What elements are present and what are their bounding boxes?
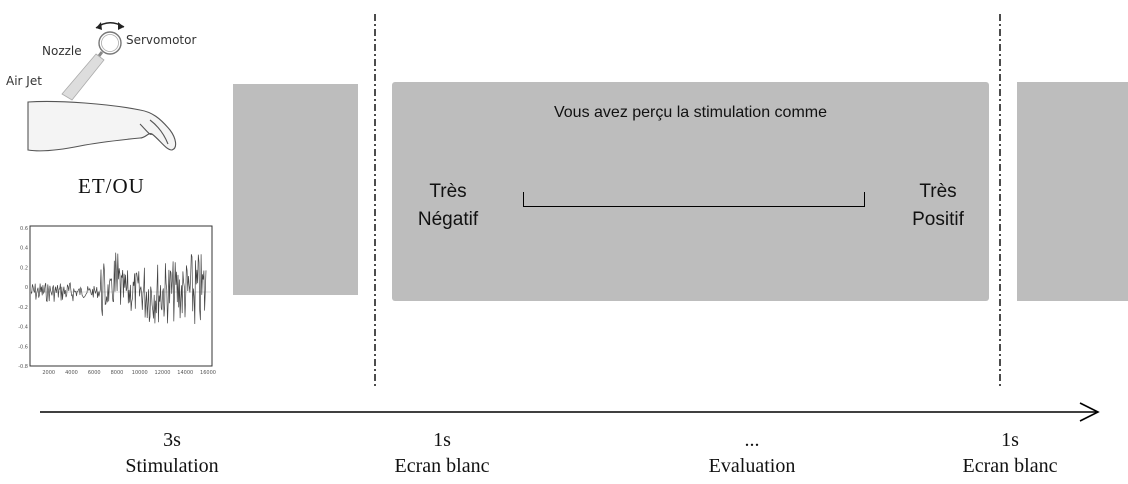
- y-tick-label: 0.2: [20, 265, 28, 271]
- x-tick-label: 4000: [65, 370, 78, 376]
- phase-label: Ecran blanc: [962, 455, 1058, 477]
- apparatus-illustration: [27, 22, 177, 152]
- timeline-phase-stimulation: 3s Stimulation: [72, 427, 272, 479]
- x-tick-label: 16000: [200, 370, 216, 376]
- timeline-arrow: [40, 402, 1100, 422]
- duration-label: ...: [744, 429, 760, 451]
- x-tick-label: 10000: [132, 370, 148, 376]
- y-tick-label: -0.8: [18, 364, 28, 370]
- phase-label: Evaluation: [708, 455, 796, 477]
- x-tick-label: 14000: [177, 370, 193, 376]
- left-anchor: Très Négatif: [398, 178, 498, 234]
- right-anchor-line2: Positif: [912, 209, 964, 230]
- y-tick-label: -0.4: [18, 325, 28, 331]
- stimulation-screen: [233, 84, 358, 295]
- phase-label: Ecran blanc: [394, 455, 490, 477]
- left-anchor-line1: Très: [429, 181, 467, 202]
- x-tick-label: 12000: [155, 370, 171, 376]
- left-anchor-line2: Négatif: [417, 209, 479, 230]
- separator-1: [374, 14, 376, 386]
- x-tick-label: 2000: [42, 370, 55, 376]
- right-anchor: Très Positif: [888, 178, 988, 234]
- evaluation-screen: Vous avez perçu la stimulation comme Trè…: [392, 82, 989, 301]
- separator-2: [999, 14, 1001, 386]
- rating-scale[interactable]: [523, 192, 865, 207]
- x-tick-label: 6000: [88, 370, 101, 376]
- air-jet-label: Air Jet: [6, 74, 42, 88]
- y-tick-label: -0.2: [18, 305, 28, 311]
- servomotor-label: Servomotor: [126, 33, 197, 47]
- timeline-phase-evaluation: ... Evaluation: [652, 427, 852, 479]
- x-tick-label: 8000: [111, 370, 124, 376]
- evaluation-question: Vous avez perçu la stimulation comme: [553, 104, 827, 121]
- timeline-phase-blank-1: 1s Ecran blanc: [342, 427, 542, 479]
- waveform-plot: 0.6 0.4 0.2 0 -0.2 -0.4 -0.6 -0.8 2000 4000 6000 8…: [18, 225, 216, 376]
- servomotor-icon: [98, 31, 122, 55]
- duration-label: 3s: [163, 429, 181, 451]
- y-tick-label: 0.6: [20, 226, 28, 232]
- y-tick-label: -0.6: [18, 344, 28, 350]
- y-tick-label: 0: [25, 285, 28, 291]
- timeline-phase-blank-2: 1s Ecran blanc: [910, 427, 1110, 479]
- nozzle-label: Nozzle: [42, 44, 82, 58]
- final-screen: [1017, 82, 1128, 301]
- connector-text: ET/OU: [78, 174, 145, 198]
- phase-label: Stimulation: [125, 455, 219, 477]
- right-anchor-line1: Très: [919, 181, 957, 202]
- duration-label: 1s: [433, 429, 451, 451]
- arm-hand-icon: [27, 100, 177, 152]
- y-tick-label: 0.4: [20, 246, 28, 252]
- air-jet-cone: [61, 53, 105, 101]
- waveform-signal: [30, 252, 207, 325]
- duration-label: 1s: [1001, 429, 1019, 451]
